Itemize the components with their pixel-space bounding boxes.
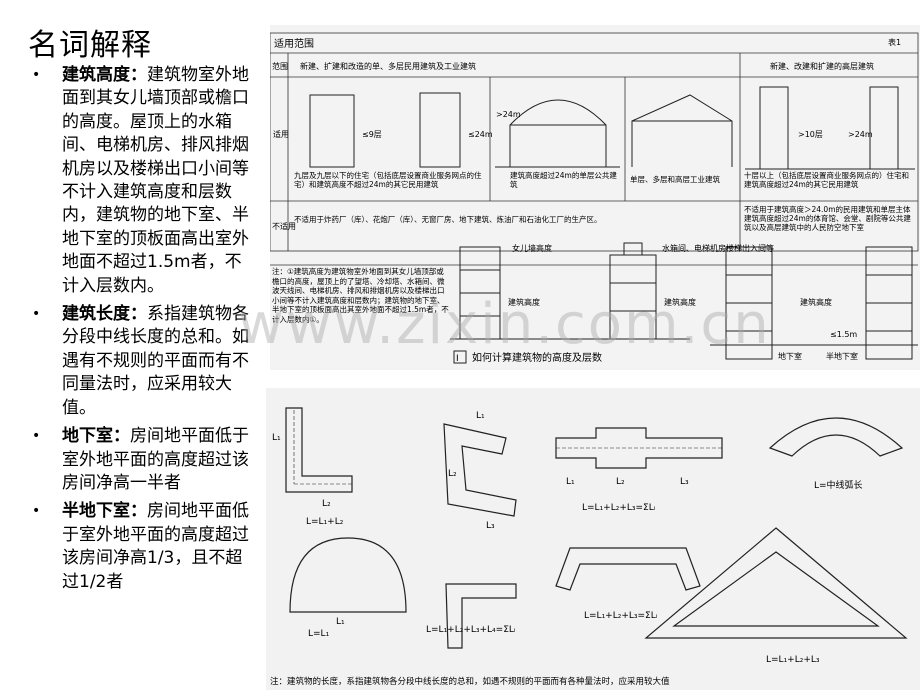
length-diagrams: L₁ L₂ L₁ L₂ L₃ L₁ L₂ L₃ L=L₁+L₂ L=L₁+L₂+… <box>270 407 908 687</box>
label-l1c: L₁ <box>566 477 575 487</box>
list-item: • 建筑长度：系指建筑物各分段中线长度的总和。如遇有不规则的平面而有不同量法时，应… <box>28 303 256 420</box>
definition-text: 系指建筑物各分段中线长度的总和。如遇有不规则的平面而有不同量法时，应采用较大值。 <box>62 304 249 418</box>
figure-caption: 如何计算建筑物的高度及层数 <box>472 351 602 364</box>
not-apply-right: 不适用于建筑高度＞24.0m的民用建筑和单层主体建筑高度超过24m的体育馆、会堂… <box>744 205 911 232</box>
formula-l-shape: L=L₁+L₂ <box>306 517 344 527</box>
building-sketches <box>309 86 915 170</box>
definition-text: 建筑物室外地面到其女儿墙顶部或檐口的高度。屋顶上的水箱间、电梯机房、排风排烟机房… <box>62 65 249 296</box>
list-item: • 半地下室：房间地平面低于室外地平面的高度超过该房间净高1/3，且不超过1/2者 <box>28 500 256 594</box>
formula-zigzag: L=L₁+L₂+L₃+L₄=ΣLᵢ <box>426 625 516 635</box>
dim-9-floors: ≤9层 <box>362 130 382 139</box>
definition-list: • 建筑高度：建筑物室外地面到其女儿墙顶部或檐口的高度。屋顶上的水箱间、电梯机房、… <box>28 64 256 599</box>
definition-term: 半地下室： <box>62 501 147 522</box>
table-number: 表1 <box>888 37 901 47</box>
definition-text: 房间地平面低于室外地平面的高度超过该房间净高1/3，且不超过1/2者 <box>62 501 249 592</box>
definition-term: 地下室： <box>62 426 130 447</box>
dim-10-floors: >10层 <box>798 130 823 139</box>
formula-trapezoid: L=L₁+L₂+L₃=ΣLᵢ <box>584 611 658 621</box>
definition-term: 建筑高度： <box>62 65 147 85</box>
bullet-icon: • <box>32 306 41 323</box>
bullet-icon: • <box>32 503 41 520</box>
table-header: 适用范围 <box>274 37 314 50</box>
formula-triangle: L=L₁+L₂+L₃ <box>766 655 820 665</box>
dim-24m-b: >24m <box>496 110 521 119</box>
list-item: • 建筑高度：建筑物室外地面到其女儿墙顶部或檐口的高度。屋顶上的水箱间、电梯机房、… <box>28 64 256 298</box>
label-1-5m: ≤1.5m <box>830 330 857 339</box>
label-parapet: 女儿墙高度 <box>512 243 552 253</box>
row-not-apply-label: 不适用 <box>272 221 296 231</box>
building-length-figure: L₁ L₂ L₁ L₂ L₃ L₁ L₂ L₃ L=L₁+L₂ L=L₁+L₂+… <box>266 388 920 690</box>
caption-residential: 九层及九层以下的住宅（包括底层设置商业服务网点的住宅）和建筑高度不超过24m的其… <box>294 171 482 189</box>
row-scope-label: 范围 <box>272 61 288 71</box>
label-l1: L₁ <box>272 433 281 443</box>
label-tank-room: 水箱间、电梯机房楼梯出入间等 <box>662 243 774 253</box>
label-height-2: 建筑高度 <box>664 297 696 307</box>
col-right-heading: 新建、改建和扩建的高层建筑 <box>770 61 874 71</box>
definition-text: 房间地平面低于室外地平面的高度超过该房间净高一半者 <box>62 426 249 493</box>
label-l3b: L₃ <box>486 521 495 531</box>
caption-industrial: 单层、多层和高层工业建筑 <box>630 175 720 184</box>
figure-note-length: 注：建筑物的长度，系指建筑物各分段中线长度的总和，如遇不规则的平面而有各种量法时… <box>270 676 670 687</box>
page-title: 名词解释 <box>28 28 152 63</box>
label-basement: 地下室 <box>778 351 802 361</box>
bullet-icon: • <box>32 67 41 83</box>
label-height-3: 建筑高度 <box>800 297 832 307</box>
dim-24m-a: ≤24m <box>468 130 493 139</box>
height-sketches <box>450 242 918 360</box>
caption-public: 建筑高度超过24m的单层公共建筑 <box>510 171 617 189</box>
col-left-heading: 新建、扩建和改造的单、多层民用建筑及工业建筑 <box>300 61 476 71</box>
scope-table-diagram: 适用范围 表1 范围 新建、扩建和改造的单、多层民用建筑及工业建筑 新建、改建和… <box>269 32 919 364</box>
row-apply-label: 适用 <box>273 129 289 139</box>
caption-number: Ⅰ <box>456 354 459 364</box>
not-apply-left: 不适用于炸药厂（库）、花炮厂（库）、无窗厂房、地下建筑、炼油厂和石油化工厂的生产… <box>294 215 602 224</box>
label-l2: L₂ <box>322 499 331 509</box>
label-height-1: 建筑高度 <box>508 297 540 307</box>
formula-arc: L=中线弧长 <box>814 479 863 491</box>
label-l3c: L₃ <box>680 477 689 487</box>
bullet-icon: • <box>32 428 41 445</box>
label-l2c: L₂ <box>616 477 625 487</box>
label-l2b: L₂ <box>448 469 457 479</box>
building-height-figure: 适用范围 表1 范围 新建、扩建和改造的单、多层民用建筑及工业建筑 新建、改建和… <box>269 25 920 370</box>
watermark: www.zixin.com.cn <box>238 292 771 357</box>
definition-term: 建筑长度： <box>62 304 147 325</box>
label-l1d: L₁ <box>336 617 345 627</box>
label-semi-basement: 半地下室 <box>826 351 858 361</box>
formula-stepped: L=L₁+L₂+L₃=ΣLᵢ <box>582 503 656 513</box>
label-l1b: L₁ <box>476 411 485 421</box>
formula-semicircle: L=L₁ <box>308 629 330 639</box>
caption-highrise: 十层以上（包括底层设置商业服务网点的）住宅和建筑高度超过24m的其它民用建筑 <box>744 171 909 189</box>
list-item: • 地下室：房间地平面低于室外地平面的高度超过该房间净高一半者 <box>28 425 256 495</box>
dim-24m-c: >24m <box>848 130 873 139</box>
figure-note: 注：①建筑高度为建筑物室外地面到其女儿墙顶部或檐口的高度，屋顶上的了望塔、冷却塔… <box>272 267 449 324</box>
